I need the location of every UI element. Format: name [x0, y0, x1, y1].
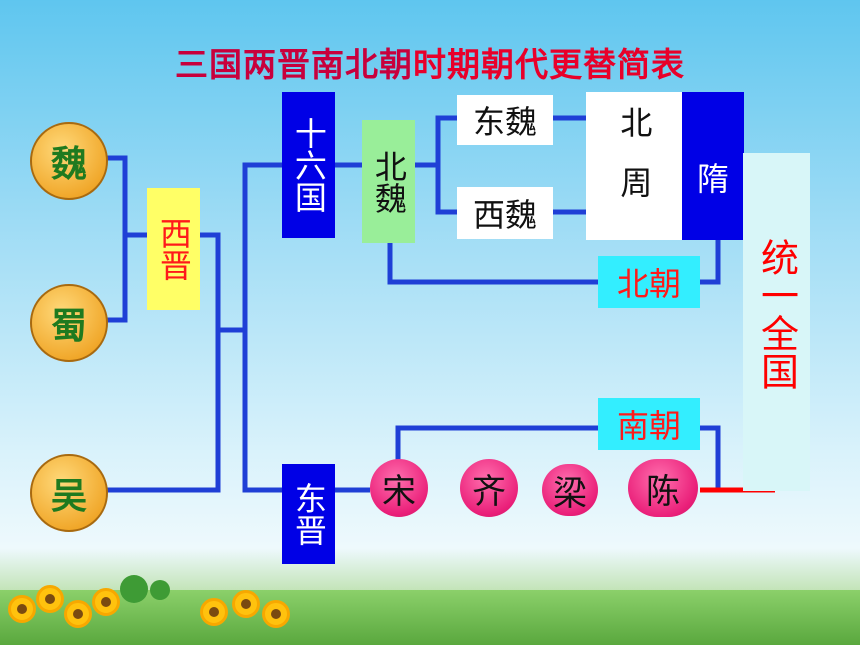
box-beiwei: 北魏: [362, 120, 415, 243]
dongwei-label: 东魏: [472, 103, 537, 141]
box-sui: 隋: [682, 92, 744, 240]
kingdom-wei: 魏: [30, 122, 108, 200]
line-nanchao-right: [700, 425, 721, 493]
line-beiwei-beichao: [387, 243, 598, 285]
line-xijin-out: [200, 232, 245, 333]
flower-decoration: [64, 600, 92, 628]
qi-label: 齐: [472, 471, 506, 512]
tree-decoration: [120, 575, 148, 603]
chen-label: 陈: [646, 471, 680, 512]
kingdom-wu: 吴: [30, 454, 108, 532]
line-wei: [105, 155, 148, 238]
line-beichao-sui: [700, 240, 721, 285]
line-shu: [105, 235, 128, 323]
box-tongyi: 统一全国: [743, 153, 810, 491]
box-xiwei: 西魏: [457, 187, 553, 239]
title-part-2: 时期朝代更替简表: [413, 45, 685, 84]
beizhou-label: 北周: [615, 106, 654, 226]
line-wu: [105, 330, 221, 493]
flower-decoration: [36, 585, 64, 613]
beiwei-label: 北魏: [369, 149, 408, 214]
kingdom-shu: 蜀: [30, 284, 108, 362]
flower-decoration: [8, 595, 36, 623]
line-to-dongjin: [242, 330, 282, 493]
kingdom-wei-label: 魏: [50, 144, 87, 185]
flower-decoration: [200, 598, 228, 626]
box-nanchao: 南朝: [598, 398, 700, 450]
box-shiliuguo: 十六国: [282, 92, 335, 238]
liang-label: 梁: [553, 473, 587, 514]
nanchao-label: 南朝: [616, 407, 681, 445]
box-dongjin: 东晋: [282, 464, 335, 564]
page-title: 三国两晋南北朝时期朝代更替简表: [0, 38, 860, 86]
dynasty-chen: 陈: [628, 459, 698, 517]
xiwei-label: 西魏: [472, 196, 537, 234]
line-to-shiliuguo: [242, 162, 282, 330]
kingdom-wu-label: 吴: [50, 476, 87, 517]
line-beiwei-xiwei: [435, 165, 457, 215]
box-beizhou: 北周: [586, 92, 682, 240]
line-beiwei-split: [415, 115, 457, 168]
song-label: 宋: [382, 471, 416, 512]
dynasty-qi: 齐: [460, 459, 518, 517]
shiliuguo-label: 十六国: [289, 117, 328, 213]
dynasty-song: 宋: [370, 459, 428, 517]
xijin-label: 西晋: [154, 217, 193, 281]
dongjin-label: 东晋: [289, 482, 328, 546]
box-beichao: 北朝: [598, 256, 700, 308]
box-dongwei: 东魏: [457, 95, 553, 145]
dynasty-liang: 梁: [542, 464, 598, 516]
flower-decoration: [262, 600, 290, 628]
box-xijin: 西晋: [147, 188, 200, 310]
sui-label: 隋: [696, 160, 729, 198]
flower-decoration: [92, 588, 120, 616]
flower-decoration: [232, 590, 260, 618]
tongyi-label: 统一全国: [754, 238, 799, 390]
tree-decoration: [150, 580, 170, 600]
kingdom-shu-label: 蜀: [50, 306, 87, 347]
title-part-1: 三国两晋南北朝: [175, 45, 413, 84]
beichao-label: 北朝: [616, 265, 681, 303]
